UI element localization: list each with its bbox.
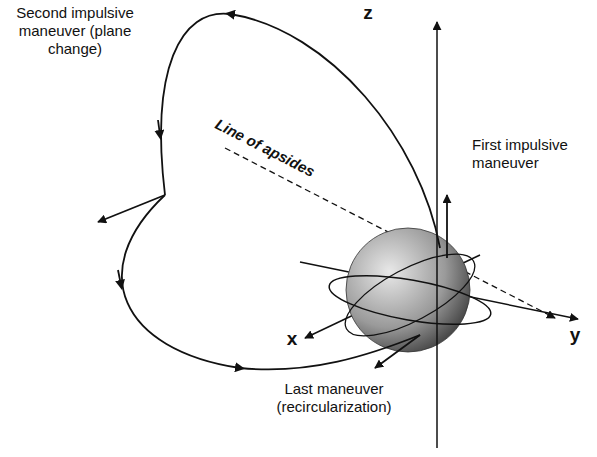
- delta-v-arrow: [375, 335, 420, 368]
- orbit-arrow: [158, 120, 160, 135]
- orbit-arrow: [118, 270, 121, 285]
- axis-label: y: [565, 326, 585, 344]
- transfer-orbit: [230, 14, 440, 248]
- maneuver-label: Second impulsive maneuver (plane change): [4, 4, 146, 58]
- axis-label: z: [358, 4, 378, 22]
- delta-v-arrow: [446, 195, 448, 258]
- apsides-label: Line of apsides: [207, 113, 322, 184]
- maneuver-label: Last maneuver (recircularization): [248, 380, 420, 416]
- transfer-orbit: [122, 195, 240, 368]
- axis-label: x: [282, 330, 302, 348]
- delta-v-arrow: [98, 195, 165, 222]
- maneuver-label: First impulsive maneuver: [472, 136, 590, 172]
- transfer-orbit: [240, 335, 420, 369]
- final-orbit: [334, 238, 486, 352]
- transfer-orbit: [161, 14, 230, 195]
